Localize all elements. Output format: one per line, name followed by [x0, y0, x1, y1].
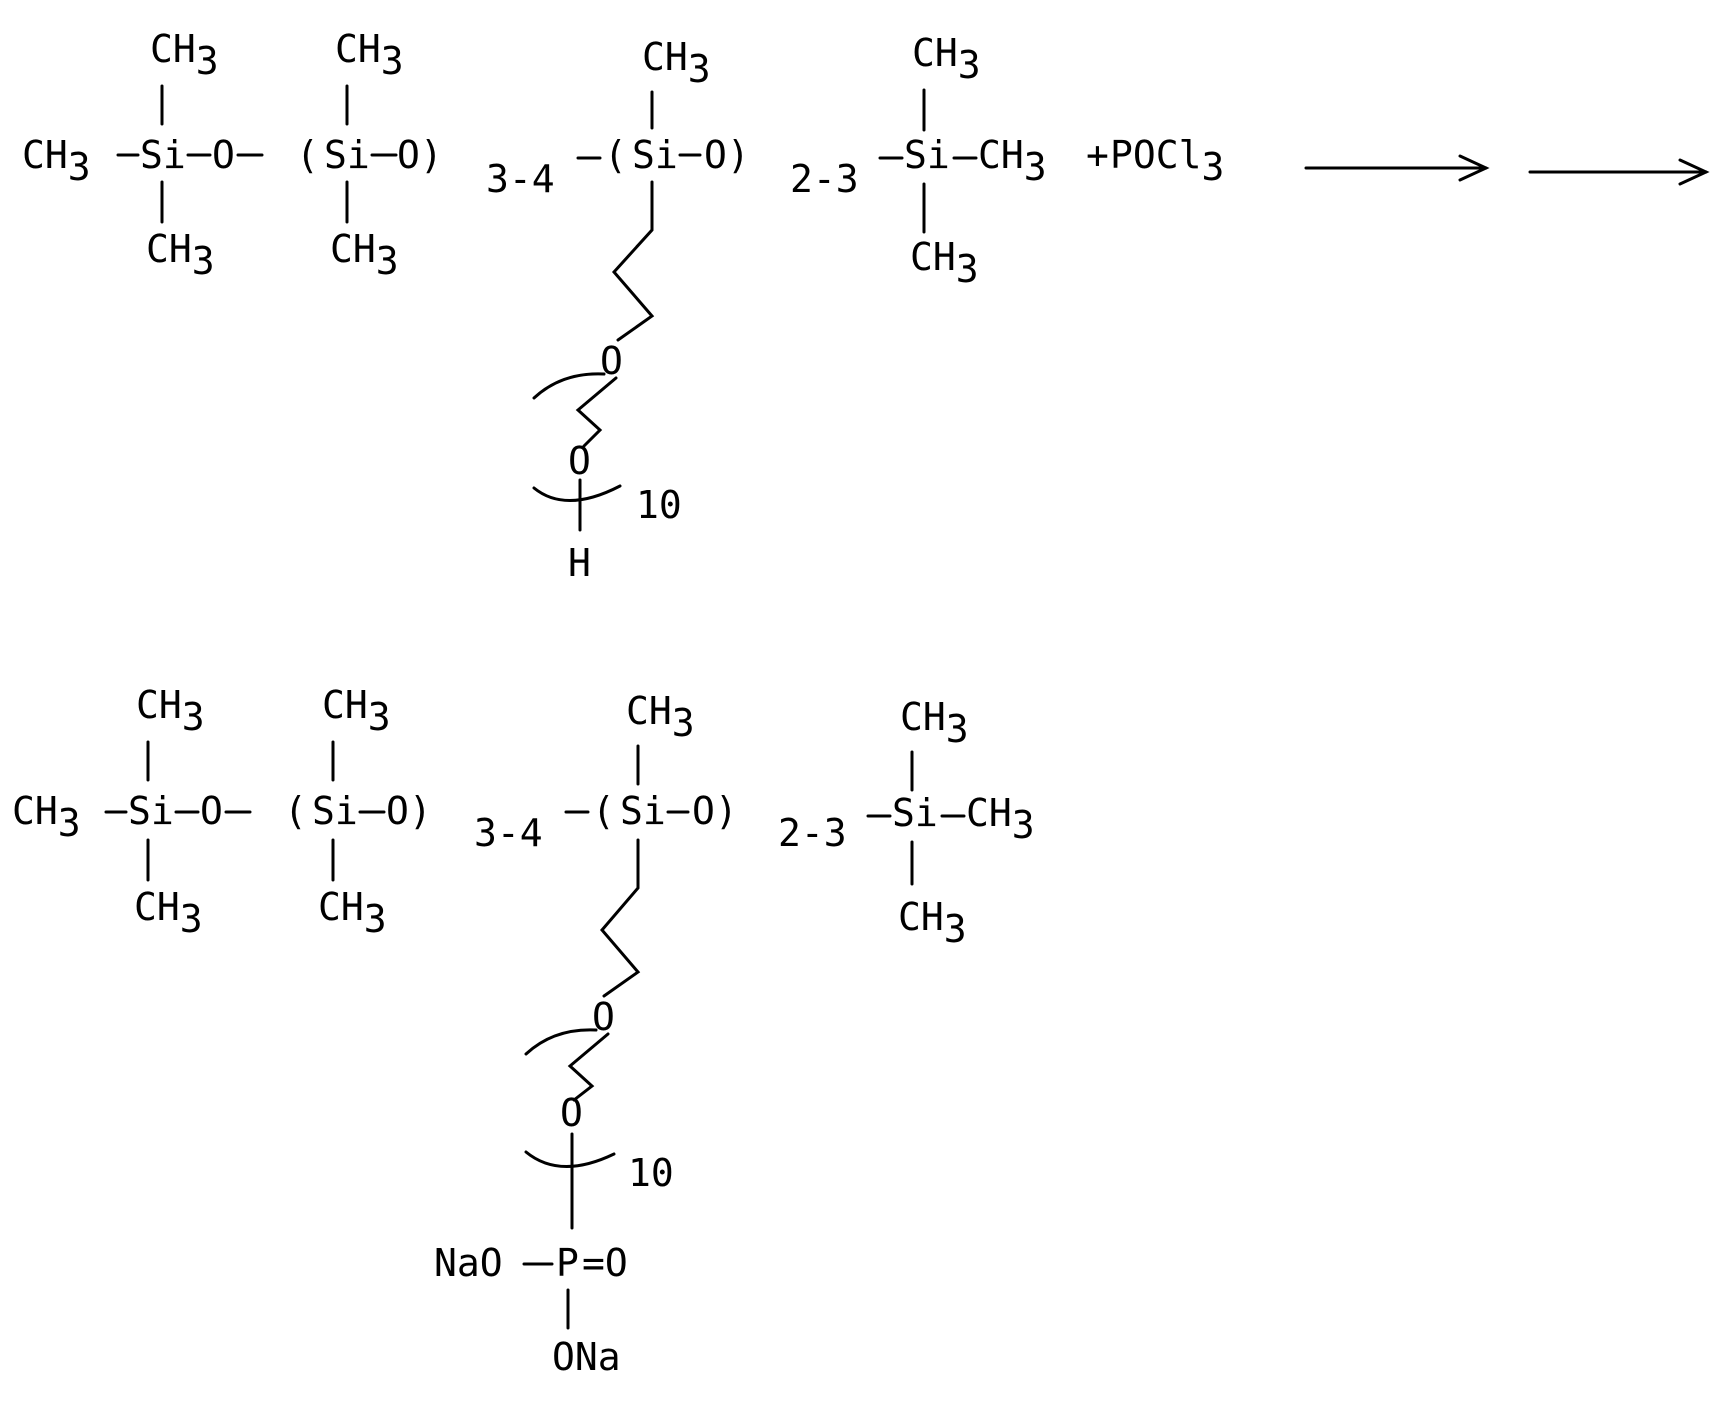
methyl-bottom-2: CH3: [330, 227, 399, 283]
repeat-count: 10: [628, 1151, 674, 1195]
methyl-top-4: CH3: [912, 31, 981, 87]
oxygen-1: O: [212, 133, 235, 177]
repeat-bracket-open: [526, 1030, 596, 1054]
repeat-3-4: 3-4: [486, 157, 555, 201]
methyl-top-3: CH3: [626, 689, 695, 745]
propyl-linker: [602, 840, 638, 996]
ethoxy-linker: [578, 378, 616, 446]
reaction-arrow-2: [1530, 160, 1706, 184]
ether-oxygen: O: [592, 995, 615, 1039]
paren-open-1: (: [296, 133, 319, 177]
oxygen-3: O): [704, 133, 750, 177]
silicon-1: Si: [140, 133, 186, 177]
methyl-bottom-3: CH3: [898, 895, 967, 951]
sodium-oxide-left: NaO: [434, 1241, 503, 1285]
repeat-bracket-close: [526, 1152, 614, 1167]
chain-oxygen: O: [560, 1091, 583, 1135]
oxygen-1: O: [200, 789, 223, 833]
oxygen-2: O): [397, 133, 443, 177]
oxygen-2: O): [386, 789, 432, 833]
plus-sign: +: [1086, 133, 1109, 177]
repeat-bracket-open: [534, 374, 604, 398]
methyl-left: CH3: [12, 789, 81, 845]
methyl-top-2: CH3: [322, 683, 391, 739]
methyl-top-3: CH3: [642, 35, 711, 91]
methyl-top-4: CH3: [900, 695, 969, 751]
repeat-count: 10: [636, 483, 682, 527]
repeat-2-3: 2-3: [778, 811, 847, 855]
methyl-top-1: CH3: [150, 27, 219, 83]
methyl-top-2: CH3: [335, 27, 404, 83]
phosphorus: P: [556, 1241, 579, 1285]
repeat-bracket-close: [534, 486, 620, 501]
sodium-oxide-bottom: ONa: [552, 1335, 621, 1379]
methyl-top-1: CH3: [136, 683, 205, 739]
reactant-structure: CH3 CH3 CH3 CH3 CH3 Si O ( Si O) 3-4 ( S…: [22, 27, 1224, 585]
methyl-right: CH3: [966, 791, 1035, 847]
reaction-arrows: [1306, 156, 1706, 184]
product-structure: CH3 CH3 CH3 CH3 CH3 Si O ( Si O) 3-4 ( S…: [12, 683, 1035, 1379]
methyl-left: CH3: [22, 133, 91, 189]
paren-open-2: (: [604, 133, 627, 177]
silicon-3: Si: [632, 133, 678, 177]
silicon-2: Si: [324, 133, 370, 177]
propyl-linker: [614, 182, 652, 340]
reaction-arrow-1: [1306, 156, 1486, 180]
phosphoryl-oxygen: =O: [582, 1241, 628, 1285]
methyl-bottom-3: CH3: [910, 235, 979, 291]
silicon-4: Si: [904, 133, 950, 177]
paren-open-1: (: [284, 789, 307, 833]
repeat-3-4: 3-4: [474, 811, 543, 855]
ether-oxygen: O: [600, 339, 623, 383]
methyl-bottom-2: CH3: [318, 885, 387, 941]
silicon-2: Si: [312, 789, 358, 833]
silicon-3: Si: [620, 789, 666, 833]
methyl-right: CH3: [978, 133, 1047, 189]
reagent-pocl3: POCl3: [1110, 133, 1224, 189]
terminal-hydrogen: H: [568, 541, 591, 585]
paren-open-2: (: [592, 789, 615, 833]
silicon-4: Si: [892, 791, 938, 835]
methyl-bottom-1: CH3: [134, 885, 203, 941]
chain-oxygen: O: [568, 439, 591, 483]
oxygen-3: O): [692, 789, 738, 833]
repeat-2-3: 2-3: [790, 157, 859, 201]
methyl-bottom-1: CH3: [146, 227, 215, 283]
silicon-1: Si: [128, 789, 174, 833]
